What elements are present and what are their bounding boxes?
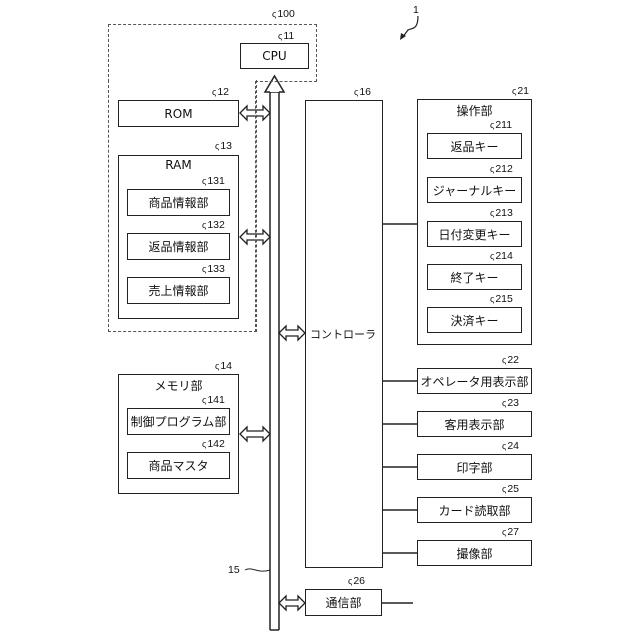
key-label: 終了キー bbox=[450, 269, 498, 286]
key-ref: ς212 bbox=[490, 163, 513, 175]
cpu-ref: ς11 bbox=[278, 30, 294, 42]
operation-panel-ref: ς21 bbox=[512, 85, 529, 97]
key-end: 終了キー bbox=[427, 264, 522, 290]
ram-item-ref: ς131 bbox=[202, 175, 225, 187]
key-label: 決済キー bbox=[450, 312, 498, 329]
comm-ref: ς26 bbox=[348, 575, 365, 587]
controller-label: コントローラ bbox=[310, 326, 376, 342]
ram-item-sales-info: 売上情報部 bbox=[127, 277, 230, 304]
cpu-label: CPU bbox=[262, 49, 286, 63]
key-return: 返品キー bbox=[427, 133, 522, 159]
peripheral-ref: ς27 bbox=[502, 526, 519, 538]
peripheral-label: カード読取部 bbox=[438, 502, 510, 519]
memory-label: メモリ部 bbox=[154, 377, 202, 394]
peripheral-ref: ς25 bbox=[502, 483, 519, 495]
memory-item-label: 商品マスタ bbox=[148, 457, 208, 474]
rom-ref: ς12 bbox=[212, 86, 229, 98]
key-label: 日付変更キー bbox=[438, 226, 510, 243]
customer-display-box: 客用表示部 bbox=[417, 411, 532, 437]
figure-ref-arrow bbox=[402, 16, 418, 38]
key-date-change: 日付変更キー bbox=[427, 221, 522, 247]
peripheral-label: 撮像部 bbox=[456, 545, 492, 562]
key-ref: ς211 bbox=[490, 119, 512, 131]
peripheral-label: 印字部 bbox=[456, 459, 492, 476]
printer-box: 印字部 bbox=[417, 454, 532, 480]
peripheral-label: 客用表示部 bbox=[444, 416, 504, 433]
rom-label: ROM bbox=[164, 107, 192, 121]
camera-box: 撮像部 bbox=[417, 540, 532, 566]
memory-bus-arrow bbox=[240, 427, 270, 441]
figure-ref: 1 bbox=[413, 4, 419, 16]
memory-item-label: 制御プログラム部 bbox=[131, 413, 227, 430]
peripheral-label: オペレータ用表示部 bbox=[420, 373, 528, 390]
operator-display-box: オペレータ用表示部 bbox=[417, 368, 532, 394]
controller-box: コントローラ bbox=[305, 100, 383, 568]
ram-item-return-info: 返品情報部 bbox=[127, 233, 230, 260]
operation-panel-label: 操作部 bbox=[456, 102, 492, 119]
controller-ref: ς16 bbox=[354, 86, 371, 98]
controller-bus-arrow bbox=[279, 326, 305, 340]
key-label: 返品キー bbox=[450, 138, 498, 155]
comm-bus-arrow bbox=[279, 596, 305, 610]
key-ref: ς213 bbox=[490, 207, 513, 219]
memory-item-product-master: 商品マスタ bbox=[127, 452, 230, 479]
group-ref: ς100 bbox=[272, 8, 295, 20]
rom-box: ROM bbox=[118, 100, 239, 127]
ram-item-label: 売上情報部 bbox=[148, 282, 208, 299]
bus-ref: 15 bbox=[228, 564, 240, 576]
key-label: ジャーナルキー bbox=[433, 182, 516, 199]
peripheral-ref: ς23 bbox=[502, 397, 519, 409]
ram-ref: ς13 bbox=[215, 140, 232, 152]
memory-item-ref: ς141 bbox=[202, 394, 225, 406]
ram-item-ref: ς132 bbox=[202, 219, 225, 231]
key-settlement: 決済キー bbox=[427, 307, 522, 333]
memory-item-control-program: 制御プログラム部 bbox=[127, 408, 230, 435]
key-ref: ς214 bbox=[490, 250, 513, 262]
memory-item-ref: ς142 bbox=[202, 438, 225, 450]
ram-item-ref: ς133 bbox=[202, 263, 225, 275]
memory-ref: ς14 bbox=[215, 360, 232, 372]
ram-item-label: 返品情報部 bbox=[148, 238, 208, 255]
comm-box: 通信部 bbox=[305, 589, 382, 616]
ram-label: RAM bbox=[165, 158, 191, 172]
ram-item-product-info: 商品情報部 bbox=[127, 189, 230, 216]
peripheral-ref: ς24 bbox=[502, 440, 519, 452]
key-journal: ジャーナルキー bbox=[427, 177, 522, 203]
key-ref: ς215 bbox=[490, 293, 513, 305]
card-reader-box: カード読取部 bbox=[417, 497, 532, 523]
ram-item-label: 商品情報部 bbox=[148, 194, 208, 211]
peripheral-ref: ς22 bbox=[502, 354, 519, 366]
comm-label: 通信部 bbox=[325, 594, 361, 611]
cpu-box: CPU bbox=[240, 43, 309, 69]
